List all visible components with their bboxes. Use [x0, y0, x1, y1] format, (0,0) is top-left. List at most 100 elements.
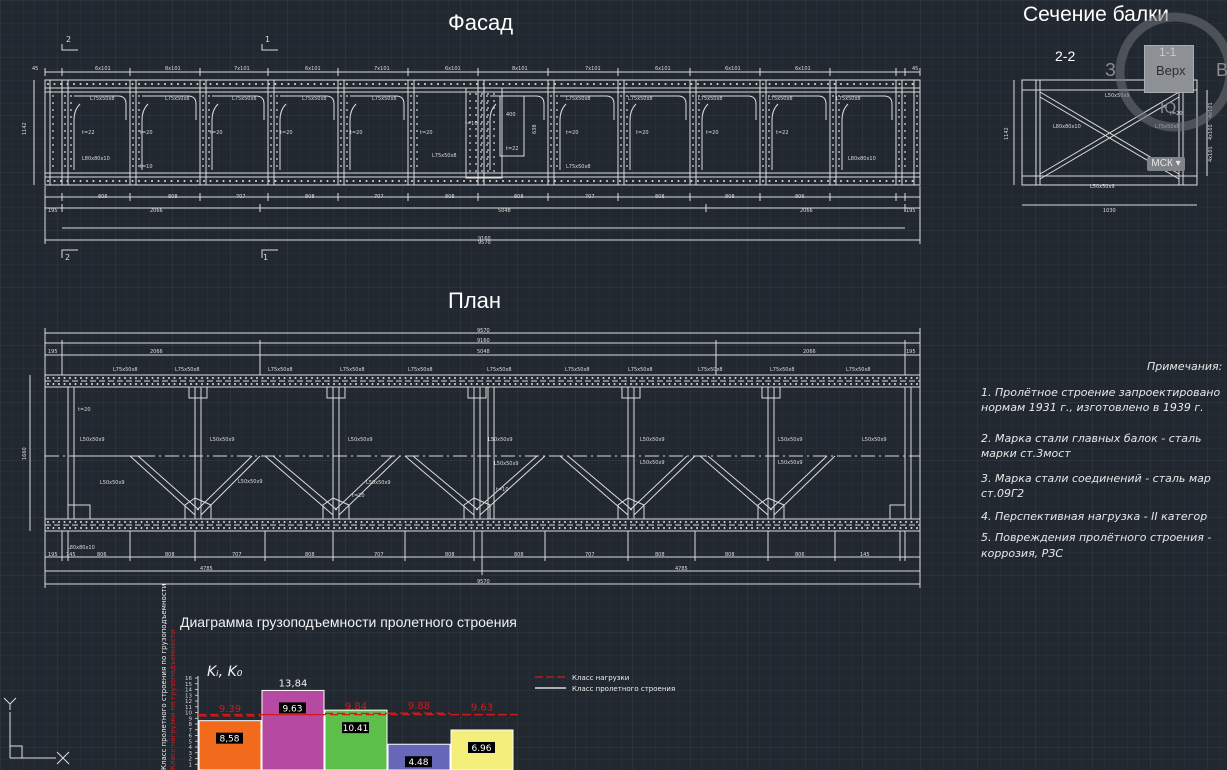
rivet [365, 180, 368, 182]
rivet [762, 144, 764, 146]
rivet [606, 180, 608, 182]
section-mark-arrow [261, 249, 278, 258]
rivet [256, 377, 258, 379]
rivet [168, 377, 170, 379]
rivet [388, 521, 390, 523]
rivet [469, 128, 471, 130]
facade-top-dim: 6x101 [725, 66, 741, 72]
rivet [580, 83, 582, 85]
rivet [313, 180, 316, 182]
rivet [872, 521, 874, 523]
rivet [470, 377, 473, 379]
diagonal-brace [412, 455, 479, 511]
rivet [217, 521, 220, 523]
rivet [520, 527, 522, 529]
rivet [626, 158, 628, 160]
rivet [482, 83, 485, 85]
chart-tick-label: 10 [185, 711, 192, 717]
plan-view[interactable] [29, 328, 921, 588]
rivet [493, 128, 495, 130]
rivet [465, 383, 467, 385]
rivet [872, 527, 874, 529]
rivet [179, 383, 181, 385]
viewcube-top-face[interactable] [1144, 45, 1194, 93]
rivet [872, 180, 875, 182]
rivet [838, 109, 840, 111]
rivet [894, 377, 896, 379]
rivet [850, 527, 852, 529]
rivet [177, 180, 179, 182]
rivet [558, 383, 561, 385]
rivet [416, 130, 418, 132]
rivet [690, 521, 693, 523]
rivet [898, 102, 900, 104]
facade-total-dim: 9160 [478, 236, 491, 242]
rivet [305, 377, 308, 379]
rivet [718, 383, 720, 385]
note-line: марки ст.3мост [981, 447, 1071, 460]
rivet [454, 521, 456, 523]
note-line: 4. Перспективная нагрузка - II категор [981, 510, 1208, 523]
rivet [486, 130, 488, 132]
rivet [698, 158, 700, 160]
rivet [96, 521, 99, 523]
rivet [554, 180, 556, 182]
rivet [528, 180, 530, 182]
rivet [278, 383, 280, 385]
stiffener-angle [73, 103, 81, 170]
rivet [234, 377, 236, 379]
rivet [767, 377, 770, 379]
rivet [698, 95, 700, 97]
brace-label: L50x50x9 [862, 437, 887, 443]
rivet [564, 527, 566, 529]
facade-panel-dim: 707 [236, 194, 246, 200]
rivet [70, 95, 72, 97]
plan-panel-dim: 806 [97, 552, 107, 558]
note-line: 1. Пролётное строение запроектировано [981, 386, 1221, 399]
rivet [469, 107, 471, 109]
rivet [525, 383, 528, 385]
wcs-menu-button[interactable]: МСК ▾ [1147, 157, 1185, 171]
rivet [898, 83, 901, 85]
rivet [671, 180, 673, 182]
facade-view[interactable] [33, 44, 921, 258]
rivet [784, 527, 786, 529]
rivet [70, 158, 72, 160]
facade-panel-dim: 808 [725, 194, 735, 200]
rivet [734, 521, 737, 523]
rivet [707, 377, 709, 379]
rivet [486, 116, 488, 118]
rivet [47, 527, 49, 529]
rivet [183, 180, 186, 182]
rivet [267, 521, 269, 523]
rivet [131, 180, 134, 182]
rivet [475, 100, 477, 102]
note-line: 3. Марка стали соединений - сталь мар [981, 472, 1211, 485]
rivet [346, 180, 348, 182]
rivet [410, 383, 412, 385]
rivet [620, 123, 622, 125]
note-line: ст.09Г2 [981, 487, 1025, 500]
rivet [597, 383, 599, 385]
plan-panel-dim: 808 [445, 552, 455, 558]
rivet [844, 521, 847, 523]
viewcube[interactable]: 1-1 Верх З В Ю МСК ▾ [1105, 12, 1227, 172]
rivet [652, 383, 654, 385]
rivet [885, 83, 888, 85]
angle-label: L75x50x8 [846, 367, 871, 373]
rivet [493, 93, 495, 95]
rivet [415, 527, 418, 529]
rivet [242, 83, 244, 85]
section-mark-label: 1 [263, 253, 268, 262]
rivet [690, 383, 693, 385]
rivet [157, 521, 159, 523]
rivet [861, 527, 863, 529]
rivet [326, 180, 329, 182]
rivet [212, 377, 214, 379]
angle-label: L75x50x8 [628, 367, 653, 373]
rivet [866, 83, 868, 85]
rivet [632, 83, 634, 85]
ucs-icon[interactable] [3, 697, 70, 765]
